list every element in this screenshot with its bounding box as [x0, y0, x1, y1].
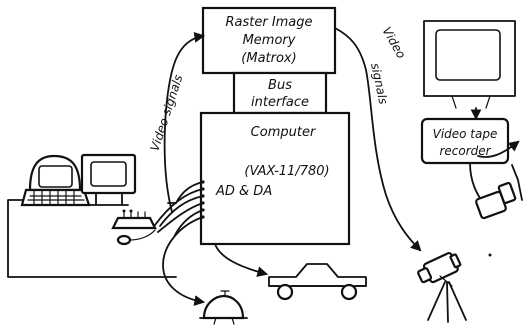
- workstation-platform: [8, 200, 176, 277]
- toy-car-icon: [269, 264, 366, 299]
- keyboard-icon: [113, 210, 155, 229]
- computer-ad-da: AD & DA: [215, 184, 272, 199]
- computer-title: Computer: [251, 125, 317, 140]
- vtr-line-1: Video tape: [433, 127, 498, 141]
- raster-line-1: Raster Image: [225, 15, 312, 30]
- vtr-line-2: recorder: [439, 144, 491, 158]
- bus-line-2: interface: [251, 95, 309, 110]
- right-video-label: Video: [379, 25, 408, 61]
- left-video-signals-label: Video signals: [148, 73, 186, 153]
- computer-box: Computer (VAX-11/780) AD & DA: [201, 113, 349, 244]
- bus-line-1: Bus: [268, 78, 292, 93]
- video-monitor-icon: [424, 21, 515, 108]
- computer-model: (VAX-11/780): [244, 164, 329, 179]
- mouse-icon: [118, 230, 155, 244]
- raster-image-memory-box: Raster Image Memory (Matrox): [203, 8, 335, 73]
- raster-line-3: (Matrox): [241, 51, 296, 66]
- tripod-camera-icon: [416, 250, 466, 322]
- raster-line-2: Memory: [243, 33, 296, 48]
- video-tape-recorder-box: Video tape recorder: [422, 119, 508, 163]
- terminal-icon: [22, 156, 89, 205]
- robot-turtle-icon: [200, 291, 247, 324]
- video-camera-icon: [475, 165, 522, 257]
- bus-interface-box: Bus interface: [234, 73, 326, 113]
- graphics-display-icon: [82, 155, 135, 205]
- right-signals-label: signals: [368, 62, 390, 106]
